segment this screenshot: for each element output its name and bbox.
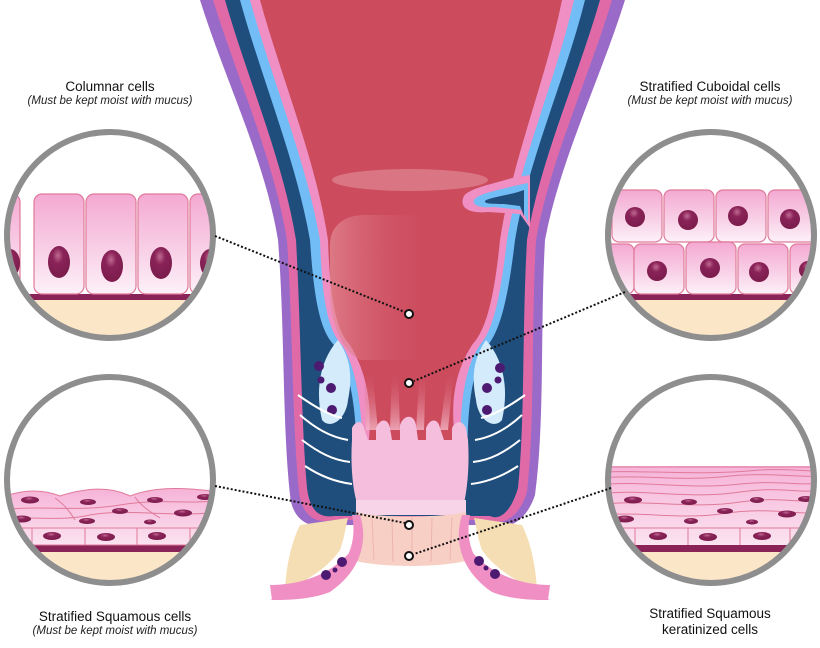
label-stratified-cuboidal: Stratified Cuboidal cells (Must be kept … — [600, 79, 820, 109]
location-markers — [404, 309, 414, 561]
label-title: Columnar cells — [65, 79, 155, 94]
anal-glands — [314, 361, 505, 415]
rectum-anal-canal — [200, 0, 625, 600]
label-note: (Must be kept moist with mucus) — [627, 95, 793, 108]
marker-squamous — [404, 520, 414, 530]
anal-columns — [364, 368, 454, 430]
inset-stratified-cuboidal-cells — [605, 129, 817, 341]
leader-lines — [214, 235, 626, 555]
leader-squamous — [214, 485, 406, 524]
sphincter-striations — [297, 394, 526, 485]
inset-columnar-cells — [4, 129, 216, 341]
label-title: Stratified Cuboidal cells — [639, 79, 781, 94]
label-note: (Must be kept moist with mucus) — [32, 625, 198, 638]
inset-stratified-squamous-cells — [4, 374, 216, 586]
label-columnar: Columnar cells (Must be kept moist with … — [0, 79, 220, 109]
leader-keratinized — [413, 487, 612, 555]
label-title-line2: keratinized cells — [661, 622, 759, 638]
inset-stratified-squamous-keratinized-cells — [605, 374, 817, 586]
label-title: Stratified Squamous — [649, 606, 771, 621]
marker-columnar — [404, 309, 414, 319]
marker-keratinized — [404, 551, 414, 561]
label-stratified-squamous: Stratified Squamous cells (Must be kept … — [0, 609, 230, 639]
marker-cuboidal — [404, 378, 414, 388]
label-title: Stratified Squamous cells — [38, 609, 192, 624]
label-stratified-squamous-keratinized: Stratified Squamous keratinized cells — [600, 606, 820, 638]
label-note: (Must be kept moist with mucus) — [27, 95, 193, 108]
